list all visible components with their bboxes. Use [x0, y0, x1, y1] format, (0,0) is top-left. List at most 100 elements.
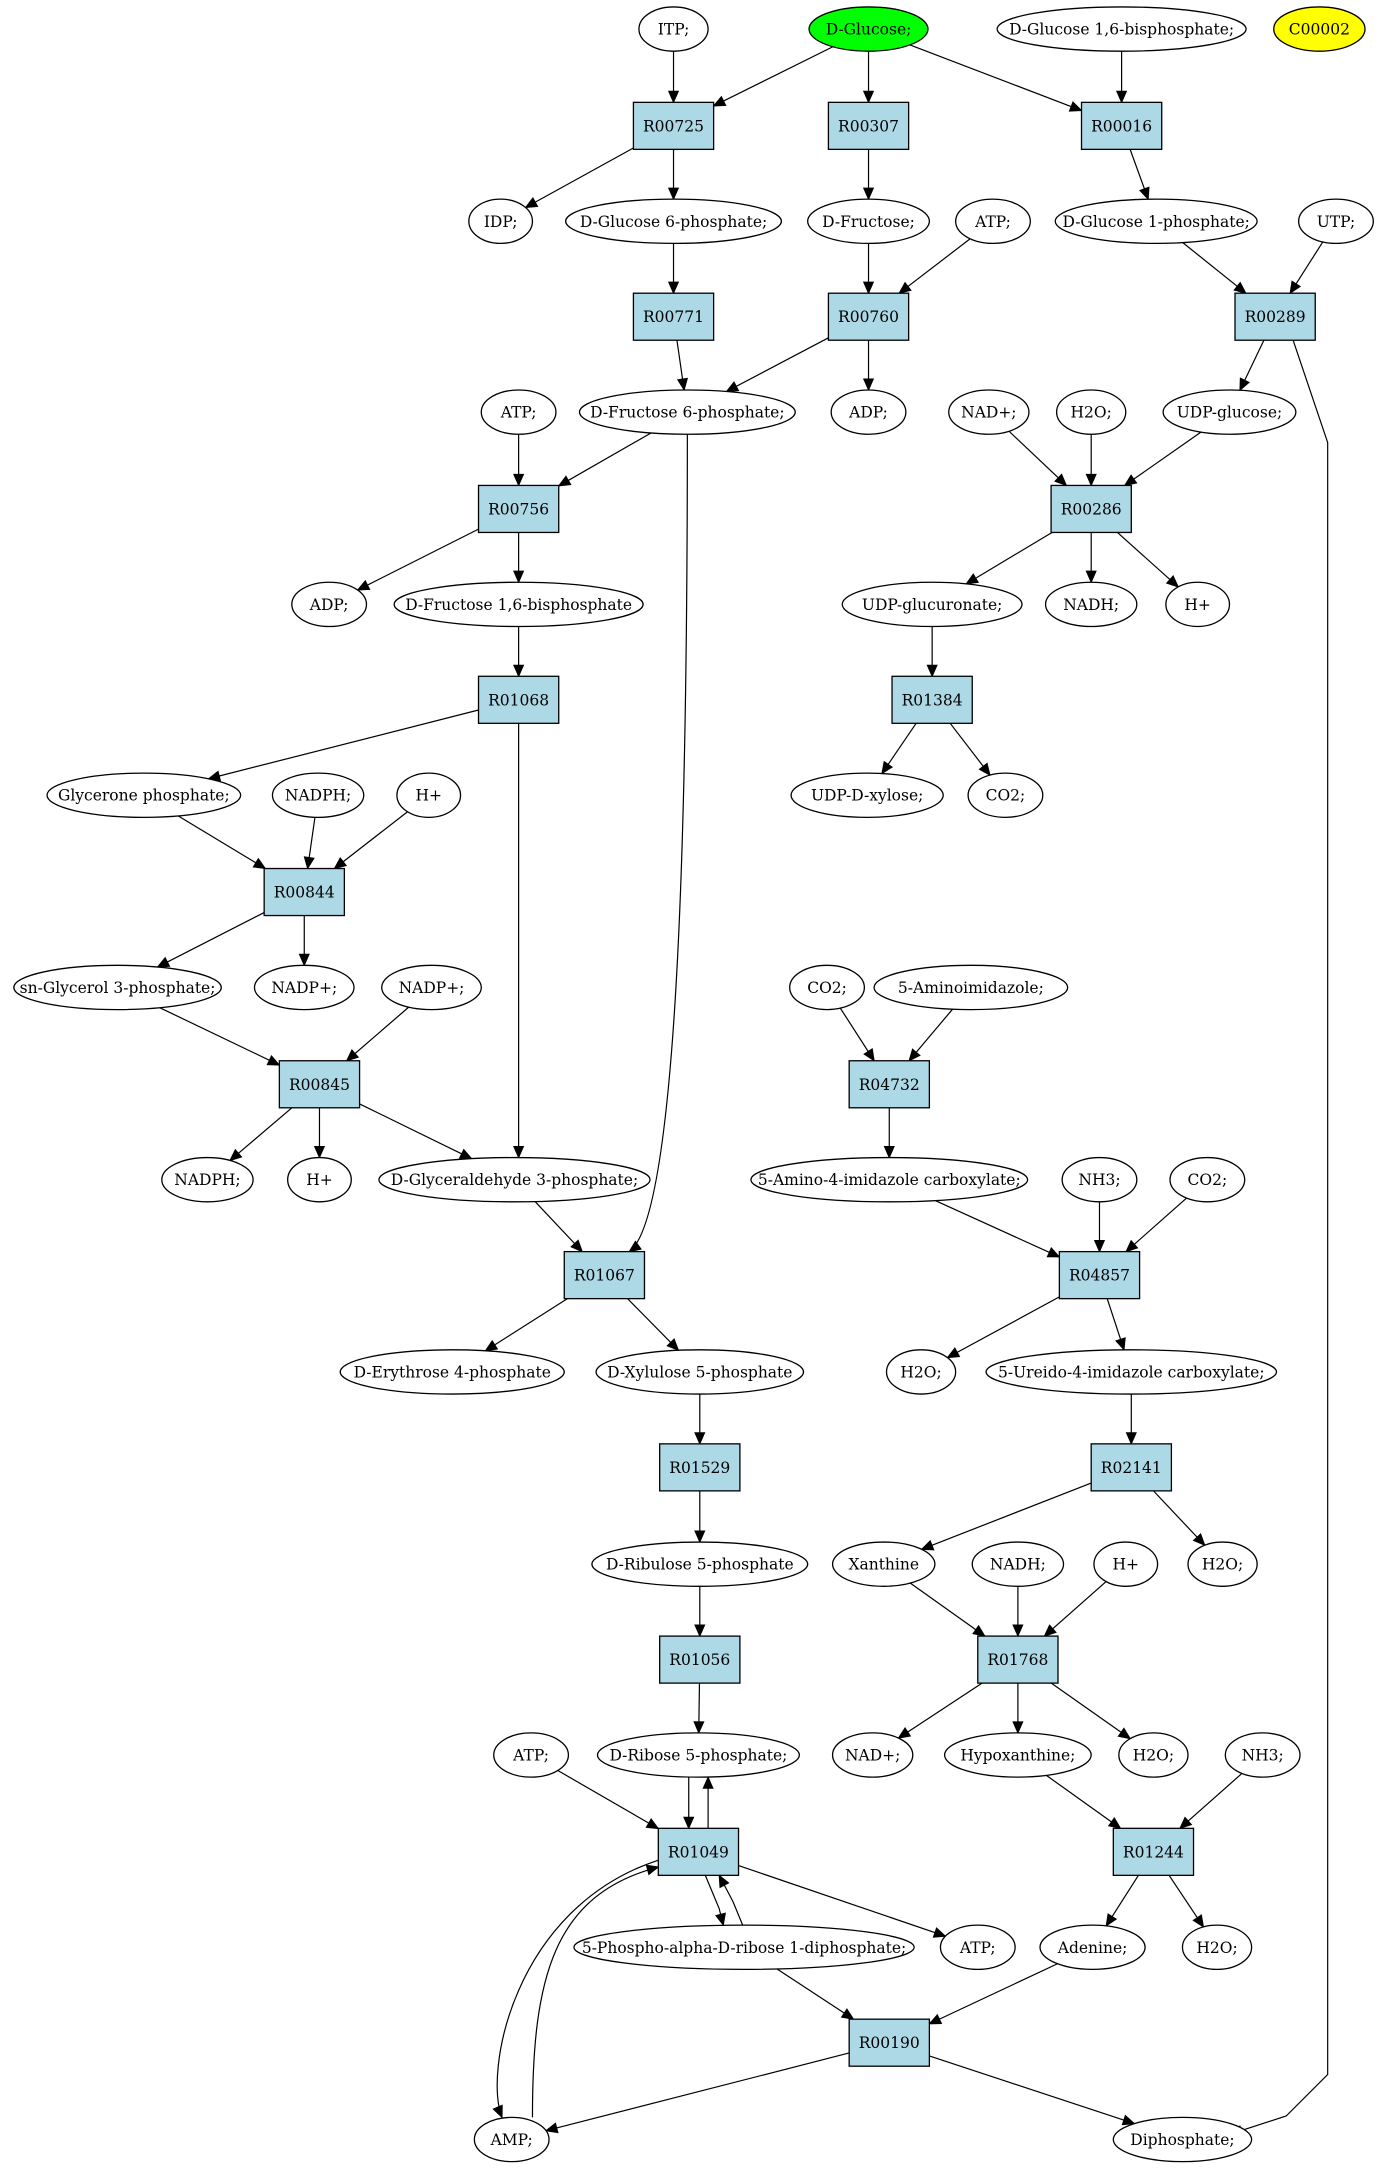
compound-ellipse — [473, 2116, 550, 2163]
reaction-node-r04857[interactable]: R04857 — [1058, 1250, 1141, 1300]
reaction-node-r00760[interactable]: R00760 — [827, 292, 910, 341]
compound-node-co2_2[interactable]: CO2; — [789, 964, 866, 1011]
reaction-node-r00289[interactable]: R00289 — [1234, 292, 1316, 341]
compound-node-udpglucuronate[interactable]: UDP-glucuronate; — [841, 581, 1023, 628]
compound-node-nh3_2[interactable]: NH3; — [1224, 1732, 1301, 1778]
compound-node-dg6p[interactable]: D-Glucose 6-phosphate; — [564, 198, 783, 245]
compound-node-dg16bp[interactable]: D-Glucose 1,6-bisphosphate; — [996, 6, 1247, 52]
compound-node-dx5p[interactable]: D-Xylulose 5-phosphate — [595, 1349, 805, 1395]
compound-node-nadpplus1[interactable]: NADP+; — [253, 964, 355, 1011]
reaction-node-r04732[interactable]: R04732 — [848, 1060, 931, 1109]
reaction-node-r00756[interactable]: R00756 — [477, 484, 560, 534]
compound-node-dga3p[interactable]: D-Glyceraldehyde 3-phosphate; — [378, 1156, 651, 1203]
reaction-box — [659, 1443, 741, 1492]
compound-node-dg1p[interactable]: D-Glucose 1-phosphate; — [1054, 198, 1258, 245]
compound-node-nadh2[interactable]: NADH; — [971, 1541, 1065, 1587]
compound-node-utp[interactable]: UTP; — [1297, 198, 1374, 245]
compound-node-atp3[interactable]: ATP; — [493, 1732, 570, 1778]
reaction-node-r02141[interactable]: R02141 — [1090, 1443, 1173, 1492]
compound-node-itp[interactable]: ITP; — [638, 6, 709, 52]
compound-node-df16bp[interactable]: D-Fructose 1,6-bisphosphate — [393, 581, 644, 628]
edge-r04857-to-ureido-arrowhead — [1115, 1337, 1126, 1352]
compound-node-h2o4[interactable]: H2O; — [1118, 1732, 1189, 1778]
compound-node-udpglucose[interactable]: UDP-glucose; — [1162, 389, 1297, 435]
node-label: CO2; — [1188, 1171, 1228, 1189]
reaction-node-r01384[interactable]: R01384 — [891, 675, 973, 724]
compound-ellipse — [596, 1732, 801, 1778]
reaction-node-r00725[interactable]: R00725 — [632, 101, 715, 151]
compound-node-atp1[interactable]: ATP; — [955, 198, 1031, 245]
compound-node-nadplus2[interactable]: NAD+; — [831, 1732, 914, 1778]
compound-node-co2_1[interactable]: CO2; — [967, 772, 1044, 819]
compound-node-nadph2[interactable]: NADPH; — [161, 1156, 254, 1203]
node-label: R04857 — [1069, 1267, 1130, 1285]
reaction-node-r00845[interactable]: R00845 — [278, 1060, 361, 1109]
node-label: R01067 — [574, 1267, 635, 1285]
compound-node-h2o2[interactable]: H2O; — [885, 1349, 957, 1395]
compound-node-adp1[interactable]: ADP; — [830, 389, 907, 435]
reaction-node-r00771[interactable]: R00771 — [632, 292, 715, 341]
compound-node-nadh1[interactable]: NADH; — [1044, 581, 1138, 628]
compound-node-dfructose[interactable]: D-Fructose; — [807, 198, 931, 245]
compound-node-snglycerol3p[interactable]: sn-Glycerol 3-phosphate; — [13, 964, 222, 1011]
compound-node-hplus3[interactable]: H+ — [287, 1156, 352, 1203]
compound-node-adenine[interactable]: Adenine; — [1039, 1924, 1146, 1971]
reaction-node-r00307[interactable]: R00307 — [827, 101, 910, 151]
compound-node-atp2[interactable]: ATP; — [480, 389, 557, 435]
node-label: R01529 — [669, 1459, 730, 1477]
compound-node-co2_3[interactable]: CO2; — [1169, 1156, 1246, 1203]
reaction-node-r01244[interactable]: R01244 — [1112, 1827, 1195, 1876]
node-label: D-Glucose; — [826, 21, 912, 39]
compound-node-ureido[interactable]: 5-Ureido-4-imidazole carboxylate; — [985, 1349, 1278, 1395]
reaction-node-r01067[interactable]: R01067 — [563, 1250, 646, 1300]
compound-node-dglucose[interactable]: D-Glucose; — [808, 6, 929, 52]
reaction-node-r00016[interactable]: R00016 — [1080, 101, 1163, 151]
compound-node-hypoxanthine[interactable]: Hypoxanthine; — [943, 1732, 1092, 1778]
compound-node-nadplus1[interactable]: NAD+; — [948, 389, 1030, 435]
edge-nadpplus2-to-r00845 — [346, 1006, 410, 1062]
reaction-node-r01049[interactable]: R01049 — [657, 1827, 740, 1876]
compound-node-diphosphate[interactable]: Diphosphate; — [1112, 2116, 1253, 2163]
reaction-node-r01768[interactable]: R01768 — [977, 1635, 1059, 1684]
reaction-node-r00286[interactable]: R00286 — [1050, 484, 1132, 534]
compound-node-de4p[interactable]: D-Erythrose 4-phosphate — [339, 1349, 565, 1395]
compound-node-h2o3[interactable]: H2O; — [1187, 1541, 1258, 1587]
compound-ellipse — [1061, 1156, 1138, 1203]
compound-node-h2o1[interactable]: H2O; — [1055, 389, 1127, 435]
compound-node-hplus4[interactable]: H+ — [1093, 1541, 1159, 1587]
reaction-box — [1234, 292, 1316, 341]
reaction-node-r00190[interactable]: R00190 — [848, 2018, 931, 2067]
node-label: R00307 — [838, 117, 899, 135]
compound-node-prpp[interactable]: 5-Phospho-alpha-D-ribose 1-diphosphate; — [573, 1924, 915, 1971]
compound-node-adp2[interactable]: ADP; — [291, 581, 368, 628]
reaction-node-r01529[interactable]: R01529 — [659, 1443, 741, 1492]
compound-node-hplus1[interactable]: H+ — [1165, 581, 1231, 628]
compound-node-aminoimidazole[interactable]: 5-Aminoimidazole; — [873, 964, 1069, 1011]
compound-node-udpxylose[interactable]: UDP-D-xylose; — [790, 772, 944, 819]
compound-node-h2o5[interactable]: H2O; — [1181, 1924, 1253, 1971]
compound-node-df6p[interactable]: D-Fructose 6-phosphate; — [578, 389, 796, 435]
compound-node-nadph1[interactable]: NADPH; — [271, 772, 365, 819]
compound-node-dribose5p[interactable]: D-Ribose 5-phosphate; — [596, 1732, 801, 1778]
compound-node-nh3_1[interactable]: NH3; — [1061, 1156, 1138, 1203]
node-label: D-Ribulose 5-phosphate — [606, 1556, 794, 1574]
node-label: 5-Ureido-4-imidazole carboxylate; — [998, 1363, 1265, 1381]
compound-node-hplus2[interactable]: H+ — [396, 772, 462, 819]
edge-r00190-to-amp-arrowhead — [544, 2122, 559, 2134]
compound-node-aicarboxylate[interactable]: 5-Amino-4-imidazole carboxylate; — [750, 1156, 1029, 1203]
reaction-node-r01068[interactable]: R01068 — [477, 675, 560, 724]
compound-ellipse — [253, 964, 355, 1011]
edge-r01049-to-atp4-arrowhead — [932, 1927, 947, 1938]
compound-node-atp4[interactable]: ATP; — [939, 1924, 1016, 1971]
compound-node-amp[interactable]: AMP; — [473, 2116, 550, 2163]
compound-node-nadpplus2[interactable]: NADP+; — [381, 964, 482, 1011]
compound-node-idp[interactable]: IDP; — [468, 198, 534, 245]
compound-node-dr5p_ribulose[interactable]: D-Ribulose 5-phosphate — [591, 1541, 809, 1587]
reaction-node-r00844[interactable]: R00844 — [263, 867, 346, 917]
edge-snglycerol3p-to-r00845 — [159, 1007, 280, 1066]
compound-node-glyceronep[interactable]: Glycerone phosphate; — [46, 772, 242, 819]
compound-node-c00002[interactable]: C00002 — [1273, 6, 1366, 52]
reaction-node-r01056[interactable]: R01056 — [659, 1635, 741, 1684]
node-label: H+ — [415, 787, 442, 805]
compound-node-xanthine[interactable]: Xanthine — [831, 1541, 936, 1587]
